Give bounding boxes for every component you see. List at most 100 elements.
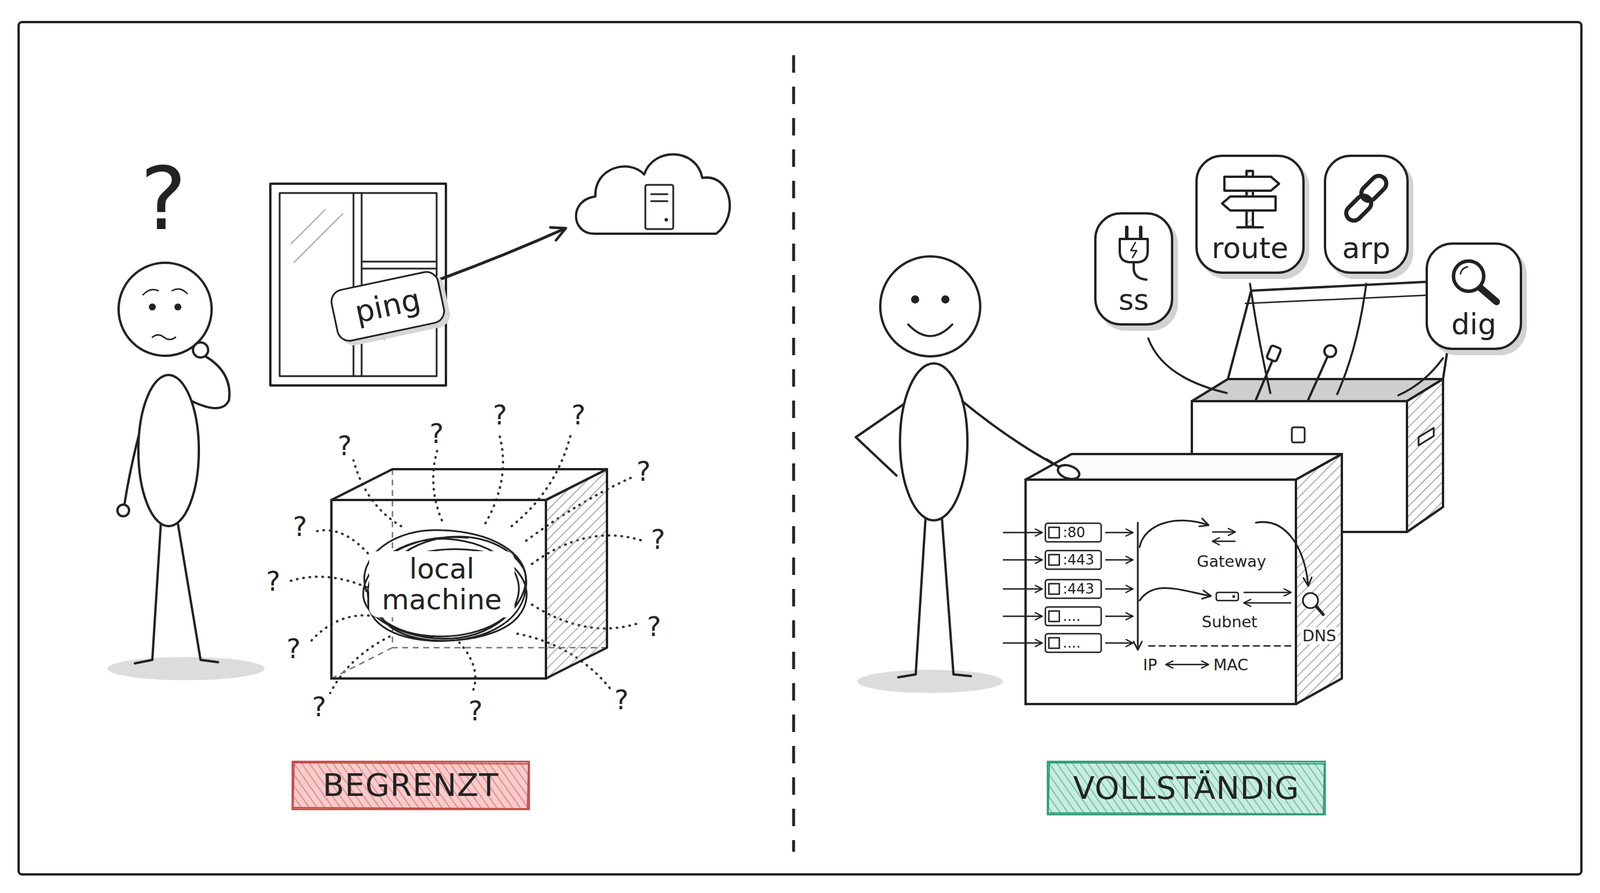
verdict-text: VOLLSTÄNDIG [1073, 770, 1300, 806]
magnifier-icon [1441, 254, 1506, 307]
question-mark: ? [293, 513, 307, 541]
server [645, 184, 674, 230]
question-trail [288, 576, 367, 588]
stick-brow [143, 288, 188, 295]
question-mark: ? [493, 401, 507, 429]
box-side [1295, 454, 1342, 705]
stick-mouth [908, 324, 953, 337]
panel-divider [792, 55, 796, 852]
port-label: :443 [1061, 581, 1096, 597]
cloud [576, 154, 730, 234]
question-mark: ? [429, 420, 444, 448]
tool-callout: arp [1323, 154, 1409, 274]
address-label: MAC [1211, 656, 1250, 674]
signpost-icon [1222, 170, 1280, 228]
toolbox-opening [1191, 379, 1444, 402]
question-mark: ? [571, 401, 586, 429]
question-mark: ? [647, 613, 662, 641]
box-shape [1025, 454, 1342, 705]
question-mark: ? [140, 155, 187, 243]
chain-icon [1343, 172, 1390, 224]
stick-arm [191, 355, 230, 409]
port-label: :443 [1061, 552, 1096, 568]
address-label: IP [1141, 656, 1159, 674]
network-label: Subnet [1200, 613, 1260, 631]
ground-shadow [107, 656, 265, 681]
port-label: .... [1061, 635, 1083, 651]
tool-callout: dig [1425, 242, 1523, 350]
stick-body [900, 363, 968, 521]
leader-line [1148, 338, 1227, 394]
toolbox-side [1406, 379, 1444, 532]
network-label: DNS [1300, 627, 1338, 645]
box-front [331, 500, 546, 679]
stick-head [880, 256, 981, 357]
machine-box: local machine [331, 469, 607, 679]
question-mark: ? [614, 686, 629, 714]
verdict-badge: VOLLSTÄNDIG [1045, 759, 1327, 817]
question-mark: ? [468, 697, 483, 725]
stick-body [138, 375, 199, 527]
box-side [545, 469, 607, 679]
question-trail [485, 433, 503, 524]
question-mark: ? [286, 635, 301, 663]
question-mark: ? [636, 458, 651, 485]
box-top [331, 469, 607, 500]
toolbox-lid [1227, 280, 1459, 380]
question-trail [313, 530, 373, 559]
toolbox-lid [1245, 294, 1450, 304]
stick-eye [174, 303, 182, 311]
hidden-edge [331, 469, 607, 679]
tool-name: route [1211, 232, 1289, 265]
server-led [664, 218, 669, 222]
verdict-text: BEGRENZT [322, 768, 499, 803]
stick-leg [941, 517, 971, 677]
stick-eye [911, 295, 920, 304]
stick-mouth [152, 334, 176, 340]
tool-name: dig [1451, 308, 1496, 341]
stick-hand [117, 504, 130, 517]
port-label: .... [1061, 608, 1083, 624]
leader-line [1398, 358, 1444, 396]
stick-leg [898, 517, 926, 678]
stick-leg [177, 520, 219, 663]
window-frame [279, 193, 437, 377]
network-box: :80 :443 :443........ GatewaySubnetIP MAC DNS [1025, 454, 1342, 705]
command-tag: ping [328, 268, 448, 344]
tool [1266, 345, 1282, 363]
question-mark: ? [337, 432, 352, 460]
tool-callout: ss [1094, 212, 1174, 326]
leader-line [1337, 283, 1367, 395]
tool-callout: route [1195, 154, 1305, 274]
leader-line [1250, 283, 1271, 394]
stick-eye [148, 303, 156, 311]
tool-name: ss [1118, 284, 1149, 317]
badge-fill [292, 761, 530, 810]
page-frame [18, 22, 1582, 875]
plug-icon [1119, 227, 1148, 280]
ground-shadow [857, 669, 1003, 694]
stick-hand [193, 342, 209, 358]
question-mark: ? [266, 568, 281, 595]
stick-eye [941, 295, 950, 304]
command-name: ping [352, 283, 424, 330]
network-sketch [1003, 459, 1324, 665]
tool [1324, 345, 1337, 357]
port-label: :80 [1061, 525, 1088, 541]
scribble [363, 530, 527, 642]
badge-outline [293, 762, 529, 809]
verdict-badge: BEGRENZT [290, 759, 531, 812]
stick-leg [134, 520, 162, 664]
question-mark: ? [312, 693, 327, 721]
plug-icon [1110, 223, 1157, 282]
question-trail [308, 615, 375, 645]
tool-name: arp [1342, 232, 1391, 265]
network-label: Gateway [1195, 552, 1269, 570]
question-trail [459, 642, 476, 694]
server-slot [651, 194, 668, 202]
